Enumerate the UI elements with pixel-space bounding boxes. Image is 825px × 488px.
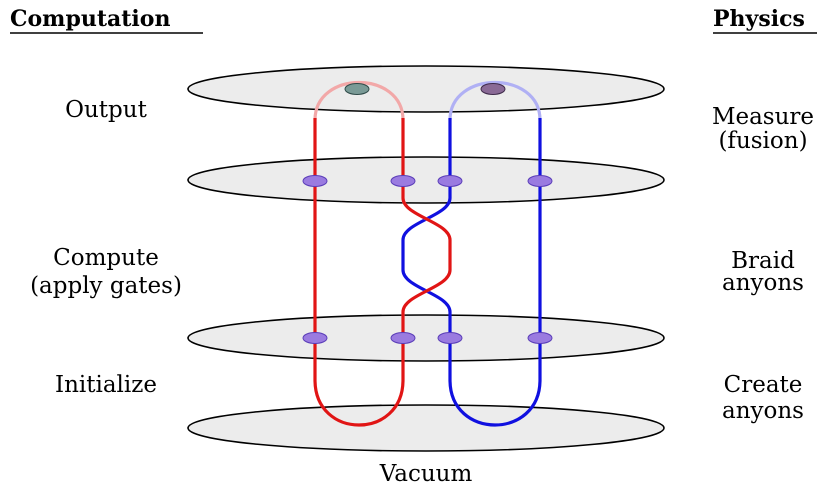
red-worldline-top-cap [313, 80, 405, 121]
label-measure: Measure [712, 104, 814, 130]
anyon-marker [302, 175, 328, 187]
fused-anyon-left [344, 83, 370, 95]
label-compute: Compute [53, 245, 159, 271]
label-output: Output [65, 97, 147, 123]
blue-worldline-bottom-cup [448, 338, 542, 427]
label-vacuum: Vacuum [379, 461, 473, 487]
label-create: Create [724, 372, 803, 398]
label-fusion: (fusion) [718, 128, 807, 154]
label-anyons-braid: anyons [722, 270, 804, 296]
plane-compute [187, 156, 665, 204]
plane-initialize [187, 314, 665, 362]
red-worldline-bottom-cup [313, 338, 405, 427]
plane-vacuum [187, 404, 665, 452]
anyon-marker [527, 175, 553, 187]
anyon-marker [437, 175, 463, 187]
header-computation: Computation [10, 6, 170, 32]
red-braid-strand-1-ink [401, 181, 452, 258]
anyon-marker [302, 332, 328, 344]
label-apply-gates: (apply gates) [30, 273, 182, 299]
label-anyons-create: anyons [722, 398, 804, 424]
anyons-compute-plane [302, 175, 553, 187]
header-physics: Physics [713, 6, 805, 32]
fused-anyon-right [480, 83, 506, 95]
label-initialize: Initialize [55, 372, 157, 398]
braid [401, 181, 452, 338]
red-braid-strand-2-ink [401, 258, 452, 338]
anyon-marker [390, 332, 416, 344]
anyons-initialize-plane [302, 332, 553, 344]
anyon-marker [527, 332, 553, 344]
anyon-marker [437, 332, 463, 344]
anyon-marker [390, 175, 416, 187]
label-braid: Braid [731, 248, 795, 274]
plane-output [187, 65, 665, 113]
blue-worldline-top-cap [448, 80, 542, 121]
